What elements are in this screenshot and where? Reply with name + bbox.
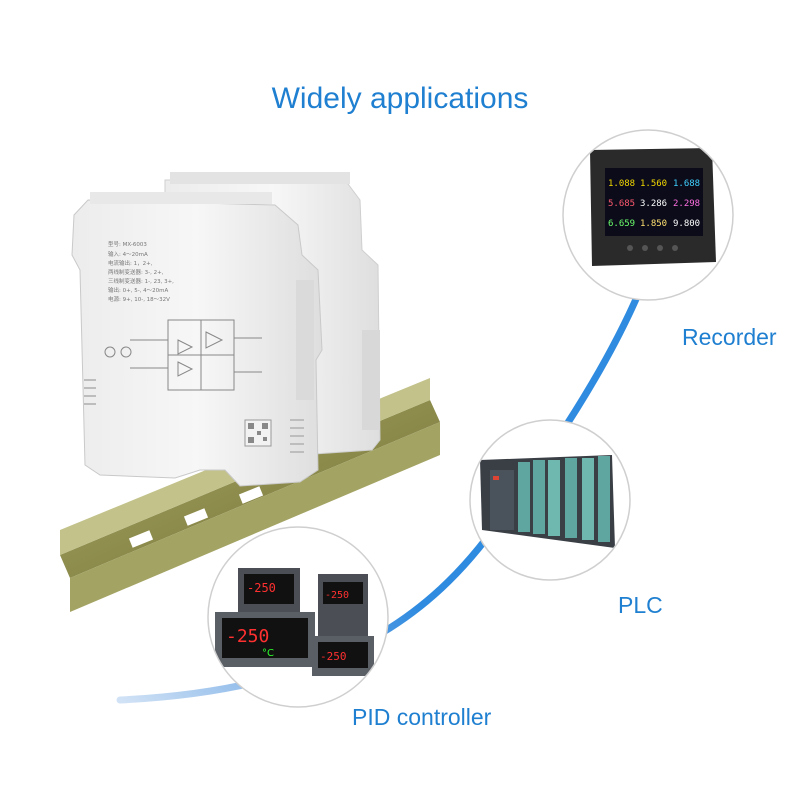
model-text: 型号: MX-6003 bbox=[108, 240, 147, 248]
reading: -250 bbox=[226, 626, 269, 647]
spec-line: 输出: 0+, 5-, 4～20mA bbox=[108, 286, 169, 294]
pid-controller-image: -250 -250 -250 °C -250 bbox=[207, 526, 389, 708]
spec-line: 输入: 4～20mA bbox=[108, 250, 148, 258]
reading: 1.850 bbox=[640, 219, 667, 229]
reading: 3.286 bbox=[640, 199, 667, 209]
reading: 9.800 bbox=[673, 219, 700, 229]
spec-line: 三线制变送器: 1-, 23, 3+, bbox=[108, 277, 174, 285]
reading: -250 bbox=[325, 590, 349, 601]
spec-line: 两线制变送器: 3-, 2+, bbox=[108, 268, 164, 276]
pid-controller-label: PID controller bbox=[352, 704, 492, 730]
reading: 2.298 bbox=[673, 199, 700, 209]
reading: 5.685 bbox=[608, 199, 635, 209]
unit-label: °C bbox=[262, 648, 274, 659]
reading: 6.659 bbox=[608, 219, 635, 229]
reading: -250 bbox=[247, 581, 276, 595]
block-diagram bbox=[104, 319, 262, 391]
qr-code bbox=[244, 419, 272, 447]
page-title: Widely applications bbox=[271, 82, 529, 115]
plc-label: PLC bbox=[618, 592, 663, 618]
recorder-label: Recorder bbox=[682, 324, 777, 350]
recorder-image: 1.088 1.560 1.688 5.685 3.286 2.298 6.65… bbox=[562, 129, 734, 301]
reading: 1.688 bbox=[673, 179, 700, 189]
vents bbox=[84, 379, 304, 453]
spec-label: 型号: MX-6003 输入: 4～20mA 电流输出: 1，2+, 两线制变送… bbox=[108, 240, 174, 303]
spec-line: 电流输出: 1，2+, bbox=[108, 259, 153, 267]
spec-line: 电源: 9+, 10-, 18～32V bbox=[108, 295, 170, 303]
reading: 1.088 bbox=[608, 179, 635, 189]
reading: -250 bbox=[320, 650, 347, 663]
plc-image bbox=[469, 419, 631, 581]
front-module: 型号: MX-6003 输入: 4～20mA 电流输出: 1，2+, 两线制变送… bbox=[71, 192, 323, 487]
reading: 1.560 bbox=[640, 179, 667, 189]
